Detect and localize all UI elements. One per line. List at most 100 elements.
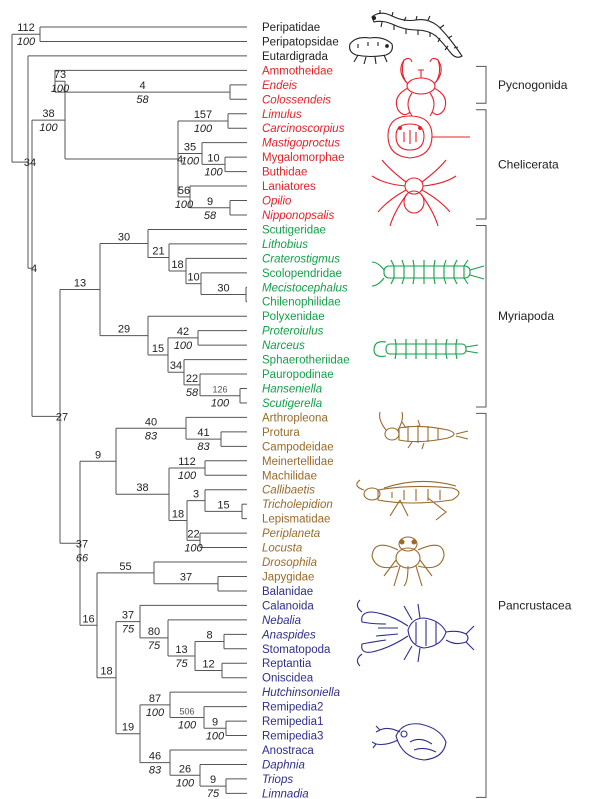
- taxon-label-nebalia: Nebalia: [262, 615, 301, 627]
- velvet-worm-illustration: [371, 10, 463, 58]
- tree-branches: [11, 26, 247, 794]
- taxon-label-colossendeis: Colossendeis: [262, 94, 331, 106]
- taxon-label-remipedia1: Remipedia1: [262, 716, 323, 728]
- support-n-insecta: 38: [136, 482, 148, 494]
- support-n-chelicerata: 38: [42, 108, 54, 120]
- support-n-drosophila-balanidae: 55: [119, 561, 131, 573]
- taxon-label-remipedia3: Remipedia3: [262, 731, 323, 743]
- centipede-illustration: [371, 259, 485, 287]
- clade-names: PycnogonidaChelicerataMyriapodaPancrusta…: [498, 78, 572, 613]
- support-n-archaeognatha: 112: [178, 456, 196, 468]
- bootstrap-n-pancrustacea: 66: [76, 552, 89, 564]
- support-n-opilio-nipponopsalis: 9: [207, 196, 213, 208]
- bootstrap-n-onychophora: 100: [17, 36, 36, 48]
- bootstrap-n-opiliones: 100: [175, 199, 194, 211]
- support-n-xiphosura: 157: [194, 109, 212, 121]
- taxon-label-lepismatidae: Lepismatidae: [262, 514, 330, 526]
- support-n-branchiopoda: 46: [149, 751, 161, 763]
- support-n-arthropoda: 4: [31, 263, 37, 275]
- taxon-label-opilio: Opilio: [262, 196, 292, 208]
- support-n-myriapoda: 13: [74, 278, 86, 290]
- bootstrap-n-protura-diplura: 83: [197, 441, 210, 453]
- support-n-crustacea-b: 18: [100, 666, 112, 678]
- taxon-label-meinertellidae: Meinertellidae: [262, 456, 334, 468]
- taxon-label-peripatopsidae: Peripatopsidae: [262, 36, 339, 48]
- support-n-malacostraca: 80: [148, 626, 160, 638]
- taxon-label-arthropleona: Arthropleona: [262, 412, 328, 424]
- taxon-label-narceus: Narceus: [262, 340, 305, 352]
- millipede-illustration: [373, 338, 479, 360]
- clade-brackets: [476, 65, 487, 798]
- bootstrap-n-arachnida: 100: [181, 156, 200, 168]
- support-n-progoneata: 29: [118, 324, 130, 336]
- support-n-malacostraca-cal: 37: [122, 610, 134, 622]
- fly-illustration: [371, 536, 445, 587]
- taxon-label-triops: Triops: [262, 774, 293, 786]
- taxon-label-lithobius: Lithobius: [262, 239, 308, 251]
- support-n-pancrustacea: 37: [76, 538, 88, 550]
- bootstrap-n-chelicerata: 100: [39, 122, 58, 134]
- chelicerata-label: Chelicerata: [498, 157, 559, 171]
- support-n-endeis-colossendeis: 4: [139, 80, 145, 92]
- support-n-entognatha: 40: [145, 416, 157, 428]
- taxon-label-hutchinsoniella: Hutchinsoniella: [262, 687, 340, 699]
- bootstrap-n-archaeognatha: 100: [178, 470, 197, 482]
- bootstrap-n-endeis-colossendeis: 58: [136, 94, 149, 106]
- support-n-mygalo-buthidae: 10: [207, 152, 219, 164]
- taxon-label-polyxenidae: Polyxenidae: [262, 311, 325, 323]
- taxon-label-mecistocephalus: Mecistocephalus: [262, 282, 348, 294]
- support-n-pauropoda-symphyla: 34: [170, 360, 182, 372]
- support-n-euchelicerata: 4: [177, 154, 183, 166]
- taxon-labels: PeripatidaePeripatopsidaeEutardigradaAmm…: [261, 22, 350, 799]
- bootstrap-n-eumalacostraca: 75: [175, 658, 188, 670]
- taxon-label-endeis: Endeis: [262, 80, 297, 92]
- pycnogonida-bracket: [476, 65, 487, 104]
- support-n-japygidae-balanidae: 37: [180, 572, 192, 584]
- taxon-label-scutigeridae: Scutigeridae: [262, 224, 326, 236]
- taxon-label-laniatores: Laniatores: [262, 181, 316, 193]
- support-n-arachnida: 35: [184, 142, 196, 154]
- support-n-onychophora: 112: [17, 22, 35, 34]
- support-n-symphyla: 126: [212, 385, 227, 395]
- pancrustacea-label: Pancrustacea: [498, 598, 572, 612]
- taxon-label-tricholepidion: Tricholepidion: [262, 499, 333, 511]
- support-n-eumalacostraca: 13: [175, 644, 187, 656]
- organism-illustrations: [349, 10, 485, 761]
- support-n-pterygota: 18: [172, 508, 184, 520]
- bootstrap-n-pycnogonida: 100: [51, 83, 70, 95]
- spider-illustration: [371, 159, 457, 227]
- taxon-label-mygalomorphae: Mygalomorphae: [262, 152, 344, 164]
- taxon-label-remipedia2: Remipedia2: [262, 702, 323, 714]
- bootstrap-n-opilio-nipponopsalis: 58: [204, 210, 217, 222]
- support-n-ingroup: 34: [24, 157, 36, 169]
- bootstrap-n-entognatha: 83: [145, 430, 158, 442]
- taxon-label-sphaerotheriidae: Sphaerotheriidae: [262, 355, 350, 367]
- myriapoda-label: Myriapoda: [498, 309, 554, 323]
- taxon-label-anostraca: Anostraca: [262, 745, 314, 757]
- taxon-label-oniscidea: Oniscidea: [262, 673, 314, 685]
- support-n-chilognatha: 15: [152, 343, 164, 355]
- taxon-label-protura: Protura: [262, 427, 300, 439]
- taxon-label-japygidae: Japygidae: [262, 571, 314, 583]
- support-n-phyllopoda: 26: [179, 763, 191, 775]
- taxon-label-daphnia: Daphnia: [262, 759, 305, 771]
- taxon-label-nipponopsalis: Nipponopsalis: [262, 210, 334, 222]
- taxon-label-campodeidae: Campodeidae: [262, 441, 334, 453]
- bootstrap-n-edafopoda: 58: [186, 387, 199, 399]
- support-n-crustacea-c: 19: [122, 722, 134, 734]
- support-n-polyneoptera: 22: [187, 528, 199, 540]
- bootstrap-n-malacostraca: 75: [148, 640, 161, 652]
- tardigrade-illustration: [349, 37, 393, 65]
- bootstrap-n-xenocarida: 100: [146, 707, 165, 719]
- support-n-protura-diplura: 41: [197, 427, 209, 439]
- taxon-label-periplaneta: Periplaneta: [262, 528, 320, 540]
- support-n-remipedia: 506: [179, 706, 194, 716]
- taxon-label-eutardigrada: Eutardigrada: [262, 51, 328, 63]
- support-n-pleurostigmophora: 21: [152, 245, 164, 257]
- taxon-label-carcinoscorpius: Carcinoscorpius: [262, 123, 345, 135]
- taxon-label-mastigoproctus: Mastigoproctus: [262, 138, 340, 150]
- chelicerata-bracket: [476, 109, 487, 220]
- horseshoe-crab-illustration: [387, 115, 470, 159]
- bootstrap-n-remipedia13: 100: [206, 730, 225, 742]
